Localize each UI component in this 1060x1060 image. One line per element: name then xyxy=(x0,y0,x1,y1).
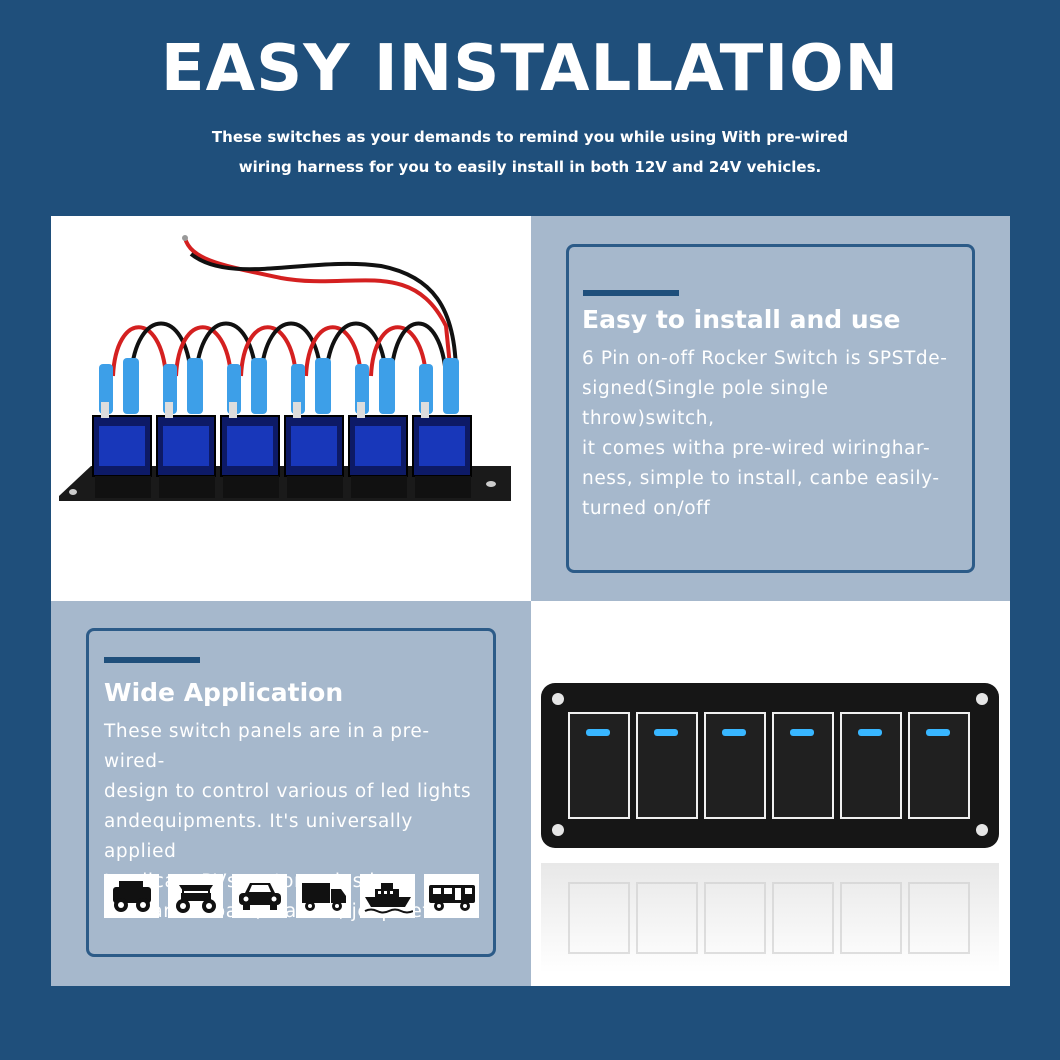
rocker-switch-body xyxy=(348,358,408,498)
application-panel xyxy=(51,601,531,986)
install-text: 6 Pin on-off Rocker Switch is SPSTde- si… xyxy=(582,344,962,524)
page-subtitle: These switches as your demands to remind… xyxy=(180,122,880,182)
subtitle-line-1: These switches as your demands to remind… xyxy=(211,128,849,146)
rocker-switch-reflection xyxy=(636,882,698,954)
install-text-line: 6 Pin on-off Rocker Switch is SPSTde- xyxy=(582,348,948,369)
rocker-switch xyxy=(568,712,630,819)
install-heading: Easy to install and use xyxy=(582,305,901,334)
led-indicator-icon xyxy=(790,729,814,736)
wired-switch-photo xyxy=(51,216,531,601)
rocker-switch xyxy=(908,712,970,819)
install-text-line: it comes witha pre-wired wiringhar- xyxy=(582,438,931,459)
led-indicator-icon xyxy=(926,729,950,736)
jeep-icon xyxy=(104,874,159,918)
boat-icon xyxy=(360,874,415,918)
rocker-switch-body xyxy=(220,358,280,498)
vehicle-icons xyxy=(104,874,479,918)
wired-switch-panel-image xyxy=(59,235,511,501)
rocker-switch xyxy=(840,712,902,819)
rocker-switch-reflection xyxy=(908,882,970,954)
rocker-switch-reflection xyxy=(568,882,630,954)
install-card xyxy=(566,244,975,573)
rocker-switch xyxy=(636,712,698,819)
utv-icon xyxy=(168,874,223,918)
led-indicator-icon xyxy=(654,729,678,736)
rocker-switch xyxy=(772,712,834,819)
install-heading-bar xyxy=(583,290,679,296)
rocker-switch-body xyxy=(92,358,152,498)
install-text-line: turned on/off xyxy=(582,498,711,519)
switch-panel-photo xyxy=(531,601,1010,986)
application-card xyxy=(86,628,496,957)
install-text-line: signed(Single pole single throw)switch, xyxy=(582,378,829,429)
application-text-line: design to control various of led lights xyxy=(104,781,472,802)
led-indicator-icon xyxy=(722,729,746,736)
rv-icon xyxy=(424,874,479,918)
rocker-switch-body xyxy=(284,358,344,498)
application-text-line: andequipments. It's universally applied xyxy=(104,811,413,862)
rocker-switch-body xyxy=(156,358,216,498)
truck-icon xyxy=(296,874,351,918)
rocker-switch-body xyxy=(412,358,472,498)
install-panel xyxy=(531,216,1010,601)
rocker-switch xyxy=(704,712,766,819)
rocker-switch-reflection xyxy=(704,882,766,954)
rocker-switch-reflection xyxy=(772,882,834,954)
application-heading-bar xyxy=(104,657,200,663)
rocker-switch-reflection xyxy=(840,882,902,954)
subtitle-line-2: wiring harness for you to easily install… xyxy=(238,158,822,176)
application-heading: Wide Application xyxy=(104,678,344,707)
switch-panel-image xyxy=(541,683,999,973)
led-indicator-icon xyxy=(586,729,610,736)
car-icon xyxy=(232,874,287,918)
application-text-line: These switch panels are in a pre-wired- xyxy=(104,721,430,772)
led-indicator-icon xyxy=(858,729,882,736)
install-text-line: ness, simple to install, canbe easily- xyxy=(582,468,940,489)
page-title: EASY INSTALLATION xyxy=(160,32,900,106)
